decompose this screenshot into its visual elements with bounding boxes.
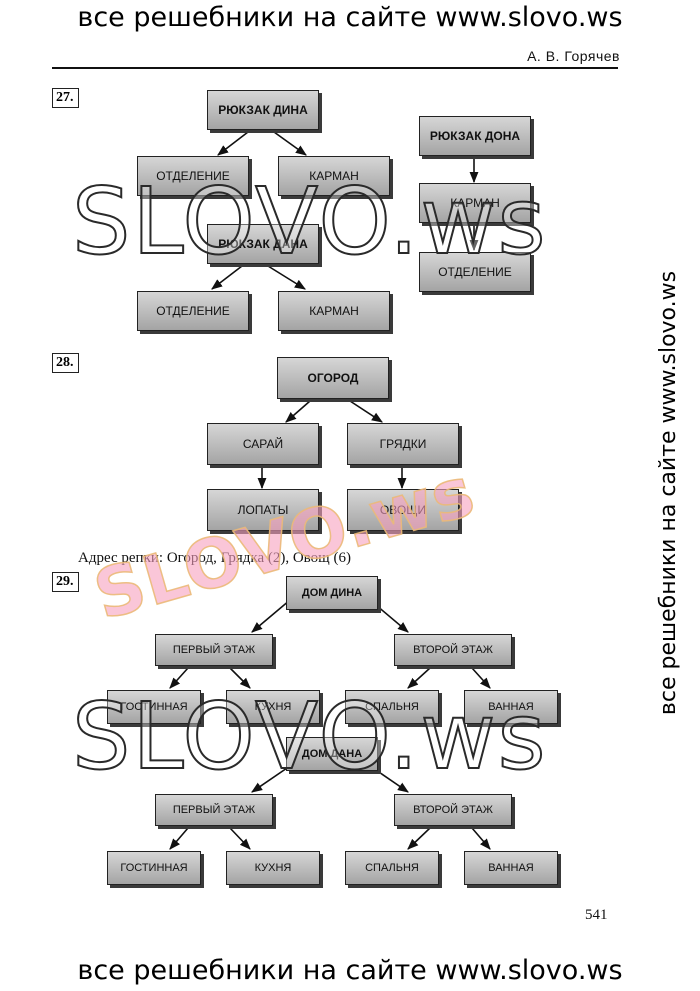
box-dana-spalnya: СПАЛЬНЯ (345, 851, 439, 885)
arrow-dina-to-otdelenie (217, 131, 249, 156)
task-28-number: 28. (52, 353, 79, 373)
box-dona-otdelenie: ОТДЕЛЕНИЕ (419, 252, 531, 292)
arrow-dina-to-karman (273, 131, 307, 156)
box-ryukzak-dana: РЮКЗАК ДАНА (207, 224, 319, 264)
arrow-dina-floor2-to-room3 (407, 667, 431, 689)
box-dina-gostinnaya: ГОСТИННАЯ (107, 690, 201, 724)
box-ryukzak-dina: РЮКЗАК ДИНА (207, 90, 319, 130)
arrow-dom-dina-to-floor1 (251, 599, 291, 633)
box-ogorod: ОГОРОД (277, 357, 389, 399)
watermark-slovo-lower: SLOVO.ws (71, 682, 548, 791)
author-header: А. В. Горячев (527, 48, 620, 64)
box-dina-karman: КАРМАН (278, 156, 390, 196)
arrow-dina-floor1-to-room2 (229, 667, 251, 689)
arrow-dana-floor1-to-room1 (169, 827, 189, 850)
box-dina-otdelenie: ОТДЕЛЕНИЕ (137, 156, 249, 196)
box-lopaty: ЛОПАТЫ (207, 489, 319, 531)
box-dana-kukhnya: КУХНЯ (226, 851, 320, 885)
box-dana-vannaya: ВАННАЯ (464, 851, 558, 885)
task-27-number: 27. (52, 88, 79, 108)
box-dina-spalnya: СПАЛЬНЯ (345, 690, 439, 724)
arrow-ogorod-to-saray (285, 400, 311, 423)
box-dina-kukhnya: КУХНЯ (226, 690, 320, 724)
arrow-ogorod-to-gryadki (349, 400, 383, 423)
box-gryadki: ГРЯДКИ (347, 423, 459, 465)
arrow-dina-floor1-to-room1 (169, 667, 189, 689)
arrow-dana-floor1-to-room2 (229, 827, 251, 850)
box-dona-karman: КАРМАН (419, 183, 531, 223)
box-dana-second-floor: ВТОРОЙ ЭТАЖ (394, 794, 512, 826)
task-29-number: 29. (52, 572, 79, 592)
box-dina-second-floor: ВТОРОЙ ЭТАЖ (394, 634, 512, 666)
box-dana-first-floor: ПЕРВЫЙ ЭТАЖ (155, 794, 273, 826)
box-dom-dina: ДОМ ДИНА (286, 576, 378, 610)
box-dana-gostinnaya: ГОСТИННАЯ (107, 851, 201, 885)
box-dana-otdelenie: ОТДЕЛЕНИЕ (137, 291, 249, 331)
arrow-dana-to-otdelenie (211, 265, 243, 290)
arrow-dom-dana-to-floor1 (251, 765, 291, 793)
arrow-dina-floor2-to-room4 (471, 667, 491, 689)
box-saray: САРАЙ (207, 423, 319, 465)
box-ovoshchi: ОВОЩИ (347, 489, 459, 531)
top-site-banner: все решебники на сайте www.slovo.ws (77, 2, 623, 33)
watermark-slovo-upper: SLOVO.ws (71, 167, 548, 276)
arrow-dana-to-karman (267, 265, 306, 290)
bottom-site-banner: все решебники на сайте www.slovo.ws (77, 955, 623, 986)
arrow-dana-floor2-to-room4 (471, 827, 491, 850)
header-rule (52, 67, 618, 69)
page-number: 541 (585, 907, 608, 923)
box-dom-dana: ДОМ ДАНА (286, 737, 378, 771)
box-ryukzak-dona: РЮКЗАК ДОНА (419, 116, 531, 156)
box-dina-first-floor: ПЕРВЫЙ ЭТАЖ (155, 634, 273, 666)
arrow-dana-floor2-to-room3 (407, 827, 431, 850)
repka-address-text: Адрес репки: Огород, Грядка (2), Овощ (6… (78, 550, 351, 566)
box-dina-vannaya: ВАННАЯ (464, 690, 558, 724)
box-dana-karman: КАРМАН (278, 291, 390, 331)
